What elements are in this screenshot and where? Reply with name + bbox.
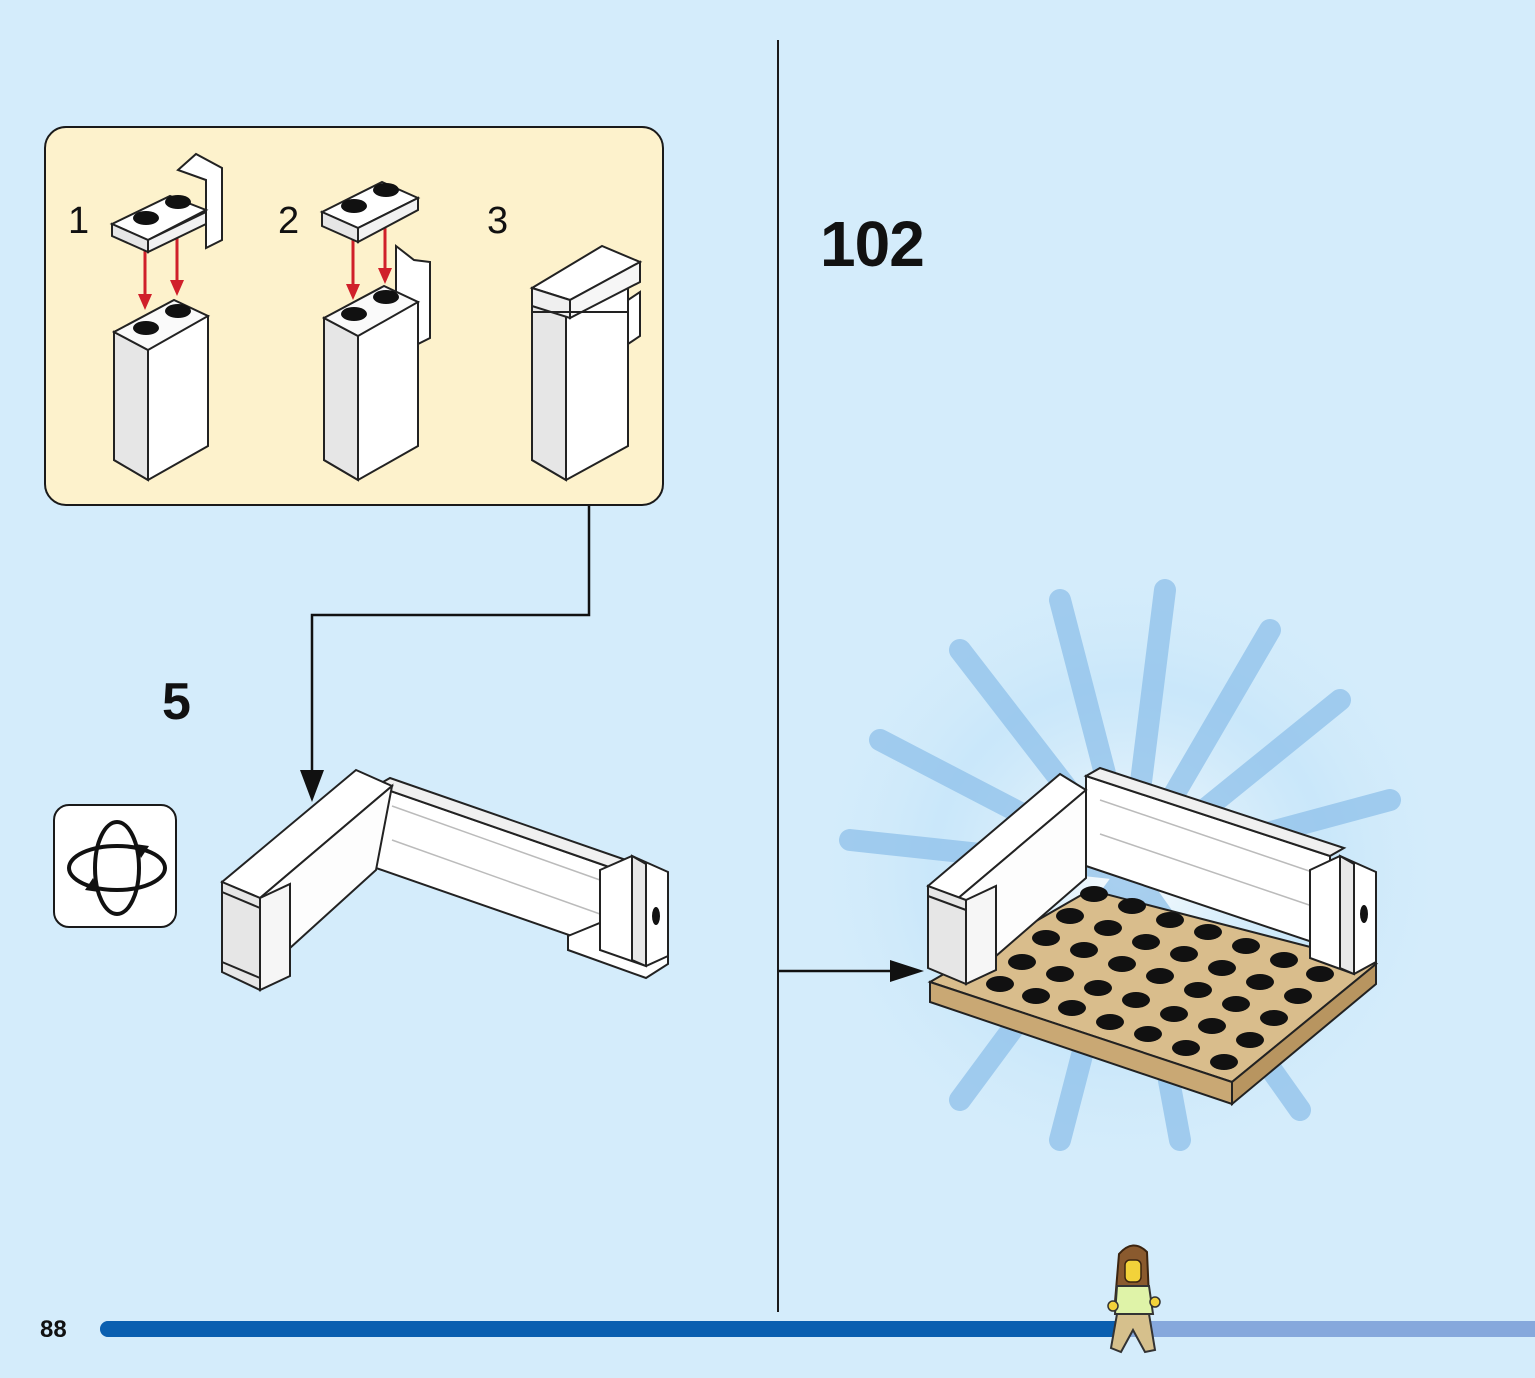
- page-divider: [777, 40, 779, 1312]
- substep-1-drawing: [109, 152, 223, 482]
- substep-label-2: 2: [278, 200, 300, 242]
- rotate-model-icon: [67, 820, 167, 916]
- step-102-model-drawing: [926, 766, 1379, 1107]
- progress-fill: [100, 1321, 1134, 1337]
- minifigure-icon: [1107, 1244, 1161, 1354]
- rotate-model-box: [53, 804, 177, 928]
- wall-subassembly-drawing: [220, 768, 669, 992]
- substep-3-drawing: [529, 244, 643, 482]
- substep-label-3: 3: [487, 200, 509, 242]
- substep-number: 5: [162, 673, 191, 731]
- substep-label-1: 1: [68, 200, 90, 242]
- substep-2-drawing: [319, 180, 431, 482]
- page-number: 88: [40, 1316, 67, 1343]
- step-number: 102: [820, 208, 925, 280]
